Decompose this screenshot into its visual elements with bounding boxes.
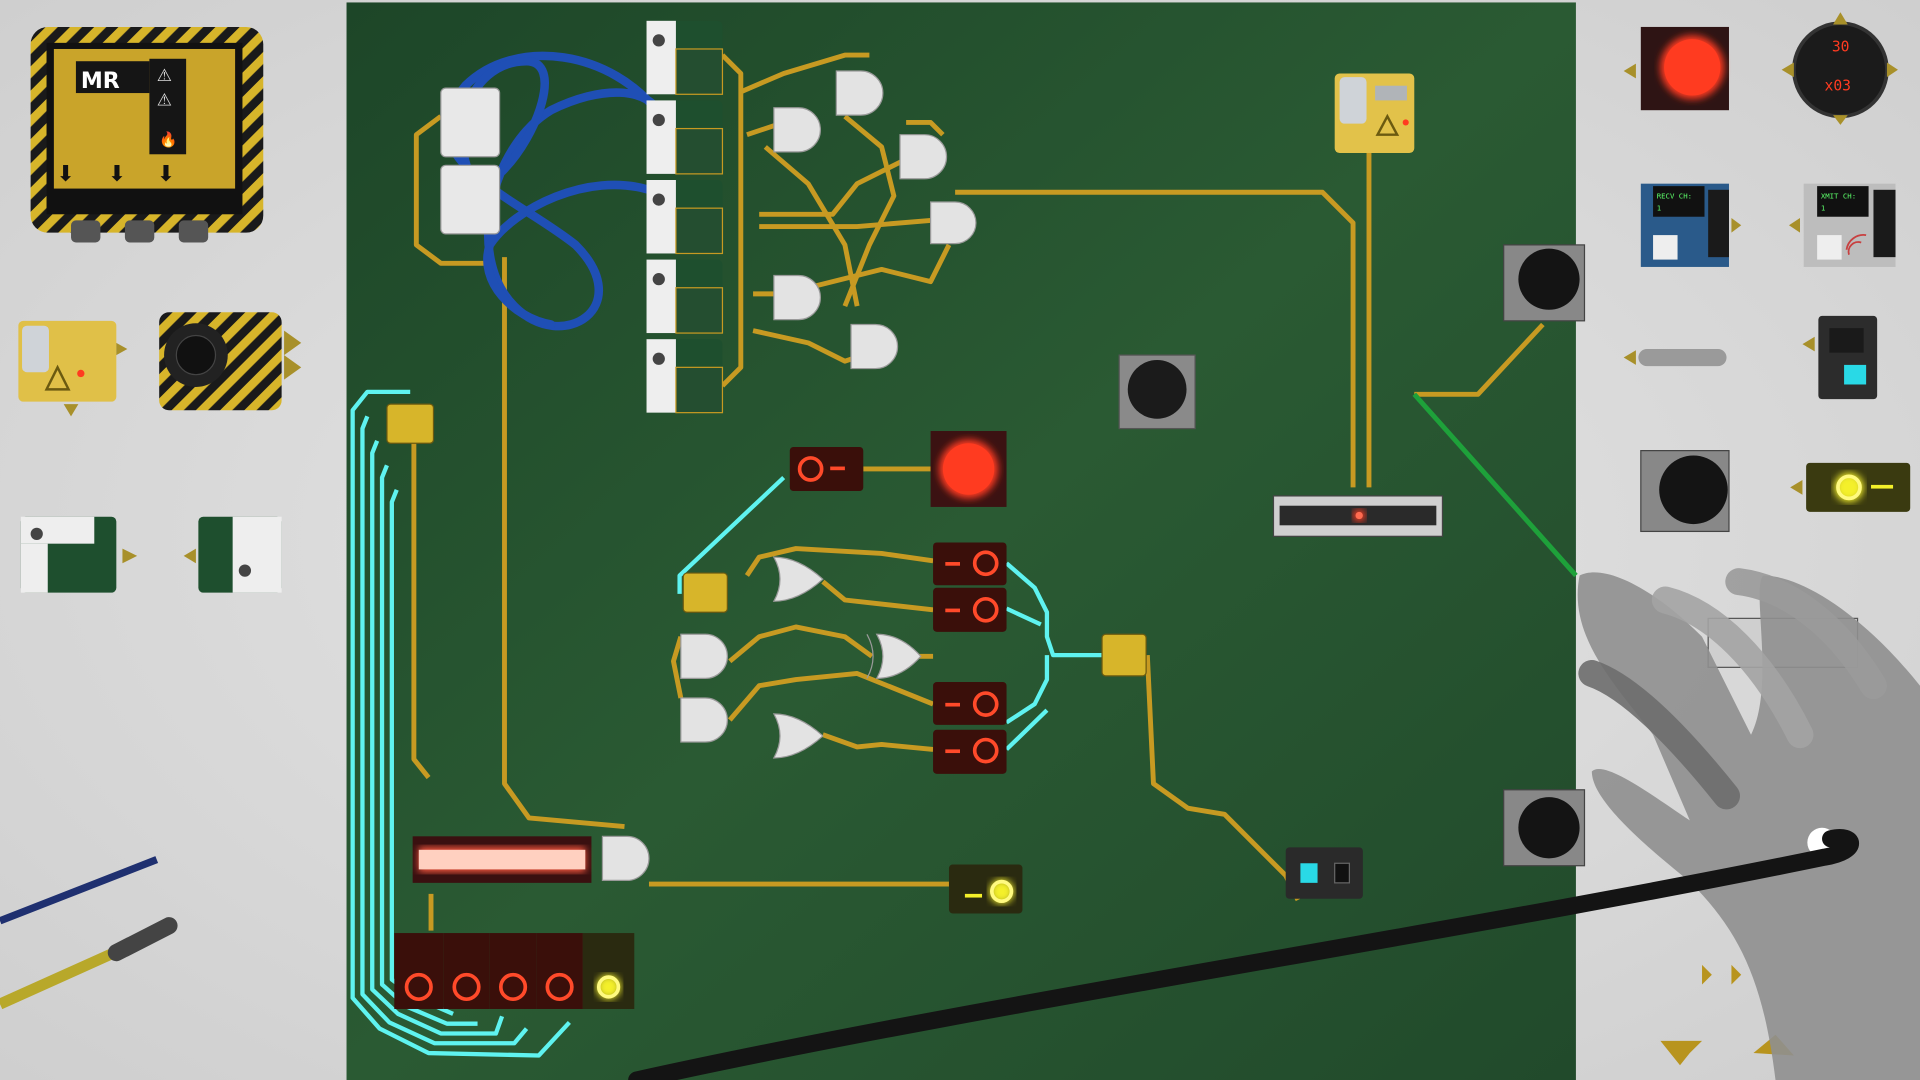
logic-gates[interactable] — [601, 70, 977, 882]
board-red-switches[interactable] — [789, 446, 1007, 774]
sensor-tile-left[interactable] — [20, 516, 138, 593]
board-yellow-switch[interactable] — [948, 864, 1023, 914]
board-push-button[interactable] — [1118, 354, 1196, 430]
sensor-tile-right[interactable] — [183, 516, 282, 593]
receiver-button[interactable] — [1653, 235, 1678, 260]
red-toggle-switch[interactable] — [933, 682, 1007, 725]
red-switch[interactable] — [489, 933, 537, 1009]
cyan-indicator-module[interactable] — [1285, 847, 1363, 899]
transmitter-channel: 1 — [1821, 204, 1825, 213]
board-red-lamp[interactable] — [930, 431, 1007, 507]
blue-probe[interactable] — [0, 856, 159, 925]
yellow-probe[interactable] — [0, 943, 125, 1010]
bottom-switch-row[interactable] — [394, 933, 635, 1009]
receiver-label: RECV CH: — [1657, 191, 1692, 200]
receiver-module[interactable]: RECV CH: 1 — [1640, 183, 1742, 267]
gold-wires — [411, 52, 1545, 931]
probes[interactable] — [0, 856, 178, 1010]
green-wire — [1412, 392, 1578, 578]
red-toggle-switch[interactable] — [933, 542, 1007, 586]
panel-push-button[interactable] — [1503, 244, 1586, 322]
cable-connector-blocks[interactable] — [440, 87, 501, 235]
flame-icon: 🔥 — [159, 130, 177, 148]
circuit-board[interactable] — [346, 2, 1576, 1080]
battery-module[interactable] — [18, 320, 128, 417]
panel-red-lamp[interactable] — [1623, 26, 1729, 111]
transmitter-button[interactable] — [1817, 235, 1842, 260]
connector-strip[interactable] — [1272, 495, 1444, 537]
transmitter-label: XMIT CH: — [1821, 191, 1856, 200]
magnet-warning-icon: ⚠ — [157, 90, 172, 109]
panel-push-button[interactable] — [1503, 789, 1586, 867]
yellow-switch[interactable] — [582, 933, 635, 1009]
timer-multiplier: x03 — [1824, 78, 1851, 95]
red-switch[interactable] — [536, 933, 583, 1009]
timer-value: 30 — [1832, 38, 1850, 55]
arrow-down-icon: ⬇ — [108, 161, 126, 186]
receiver-channel: 1 — [1657, 204, 1661, 213]
red-switch[interactable] — [394, 933, 444, 1009]
cyan-switch-module[interactable] — [1802, 315, 1878, 400]
power-box-label: MR — [81, 69, 120, 94]
red-led-display — [412, 836, 592, 883]
red-toggle-switch[interactable] — [789, 446, 864, 492]
arrow-down-icon: ⬇ — [157, 161, 175, 186]
rotary-knob-module[interactable] — [159, 312, 302, 411]
black-cable[interactable] — [628, 829, 1860, 1080]
arrow-down-icon: ⬇ — [56, 161, 74, 186]
top-sensor-tiles[interactable] — [646, 20, 724, 414]
board-power-module[interactable] — [1334, 73, 1415, 154]
chips[interactable] — [386, 403, 1147, 677]
lightning-warning-icon: ⚠ — [157, 66, 172, 85]
fuse-cable[interactable] — [1623, 348, 1727, 367]
yellow-led-switch[interactable] — [1790, 462, 1911, 512]
panel-push-button[interactable] — [1640, 450, 1730, 533]
red-toggle-switch[interactable] — [933, 729, 1007, 774]
transmitter-module[interactable]: XMIT CH: 1 — [1788, 183, 1896, 267]
vr-hand-cursor — [1577, 568, 1920, 1080]
wireless-icon — [1845, 234, 1867, 255]
mr-power-box[interactable]: MR ⚠ ⚠ 🔥 ⬇ ⬇ ⬇ — [30, 26, 264, 243]
countdown-timer[interactable]: 30 x03 — [1781, 12, 1898, 125]
red-toggle-switch[interactable] — [933, 587, 1007, 632]
red-switch[interactable] — [443, 933, 490, 1009]
